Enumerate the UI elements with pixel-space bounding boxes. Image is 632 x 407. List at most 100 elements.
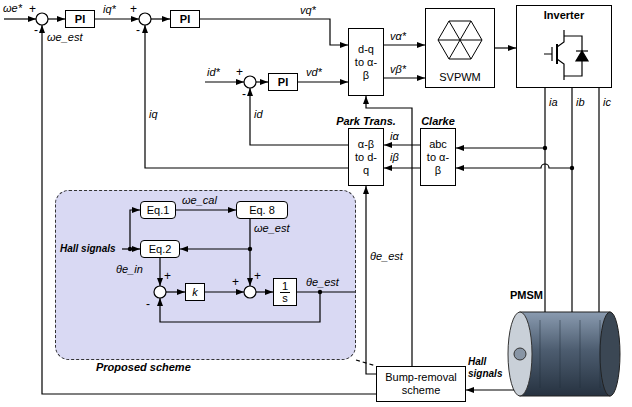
sign-label: - — [242, 88, 246, 101]
block-label: k — [192, 286, 198, 299]
edge-label: θe_est — [370, 250, 403, 263]
label-text: - — [136, 23, 140, 37]
signal-connector — [466, 389, 514, 390]
edge-label: ωe_est — [254, 222, 289, 235]
label-text: + — [130, 2, 137, 16]
label-text: ωe* — [3, 2, 22, 14]
signal-connector — [298, 81, 348, 82]
park-transform: Park Trans.α-β to d-q — [348, 128, 384, 186]
edge-label: ia — [549, 96, 558, 109]
edge-label-text: Hall signals — [468, 356, 502, 379]
inverter-block: Inverter — [516, 5, 612, 88]
edge-label-text: iα — [390, 130, 399, 142]
label-text: + — [164, 269, 171, 283]
signal-connector — [200, 19, 348, 45]
signal-connector — [571, 88, 572, 312]
edge-label-text: vd* — [306, 66, 322, 78]
motor-drawing — [508, 312, 620, 396]
signal-connector — [384, 167, 420, 168]
speed-ref-wire — [4, 18, 36, 19]
signal-label: ωe* — [3, 2, 22, 15]
label-text: Hall signals — [60, 243, 116, 254]
signal-label: θe_in — [116, 263, 143, 276]
edge-label-text: ib — [576, 96, 585, 108]
block-label: d-q to α-β — [353, 43, 379, 82]
label-text: θe_in — [116, 263, 143, 275]
edge-label-text: vβ* — [390, 63, 406, 75]
current-tap-wire — [456, 164, 572, 168]
bump-removal-box: Bump-removal scheme — [376, 366, 466, 402]
edge-label: vα* — [390, 30, 406, 43]
wire — [256, 81, 268, 82]
sign-label: - — [34, 24, 38, 37]
motor: PMSM — [506, 288, 620, 402]
label-text: + — [254, 269, 261, 283]
signal-connector — [180, 219, 250, 249]
pi-controller: PI — [170, 10, 200, 28]
edge-label: ib — [576, 96, 585, 109]
signal-label: ωe_est — [47, 31, 82, 44]
sign-label: + — [164, 270, 171, 283]
edge-label: iα — [390, 130, 399, 143]
zoom-leader — [356, 360, 376, 366]
label-text: + — [236, 65, 243, 79]
label-text: - — [146, 297, 150, 311]
transform-block: d-q to α-β — [348, 28, 384, 96]
signal-label: iq* — [103, 3, 116, 16]
signal-label: Hall signals — [60, 243, 116, 255]
block-label: Eq.1 — [147, 204, 170, 217]
diode — [576, 51, 588, 61]
signal-connector — [598, 88, 599, 312]
sign-label: + — [29, 3, 36, 16]
junction-dot — [318, 290, 322, 294]
block-label: PI — [180, 13, 190, 26]
motor-face — [508, 312, 532, 396]
motor-ribs — [540, 320, 600, 388]
signal-label: iq — [149, 108, 158, 121]
block-label: PI — [278, 76, 288, 89]
region-fill — [55, 190, 356, 360]
block-label: abc to α-β — [425, 138, 451, 177]
edge-label: vβ* — [390, 63, 406, 76]
label-text: id — [254, 108, 263, 120]
edge-label: vd* — [306, 66, 322, 79]
block-label: α-β to d-q — [353, 138, 379, 177]
edge-label: ωe_cal — [182, 194, 217, 207]
equation-box: Eq.1 — [140, 201, 176, 219]
speed-est-wire — [249, 249, 250, 286]
sign-label: + — [232, 276, 239, 289]
block-label: Eq. 8 — [249, 204, 275, 217]
junction-dot — [128, 247, 132, 251]
sign-label: + — [254, 270, 261, 283]
speed-feedback-wire — [42, 25, 376, 394]
theta-out-wire — [297, 291, 356, 292]
edge-label: ic — [603, 96, 611, 109]
edge-label: Hall signals — [468, 356, 506, 380]
iq-ref-wire — [95, 18, 139, 19]
equation-box: Eq. 8 — [236, 201, 288, 219]
id-ref-wire — [205, 81, 244, 82]
label-text: - — [242, 87, 246, 101]
emitter — [557, 59, 564, 80]
edge-label-text: ic — [603, 96, 611, 108]
pi-controller: PI — [268, 73, 298, 91]
signal-connector — [366, 186, 376, 374]
motor-body — [520, 312, 610, 396]
wire — [166, 291, 185, 292]
sum-junction — [244, 76, 256, 88]
hexagon-spokes — [438, 21, 482, 59]
signal-connector — [544, 88, 545, 312]
equation-box: Eq.2 — [140, 240, 180, 258]
sign-label: + — [130, 3, 137, 16]
sum-junction — [244, 286, 256, 298]
svpwm-hexagon — [438, 21, 482, 59]
edge-label-text: θe_est — [370, 250, 403, 262]
block-label: SVPWM — [439, 71, 481, 84]
signal-connector — [384, 44, 425, 45]
gain-box: k — [185, 283, 205, 301]
theta-in-wire — [159, 258, 160, 286]
signal-connector — [176, 209, 236, 210]
